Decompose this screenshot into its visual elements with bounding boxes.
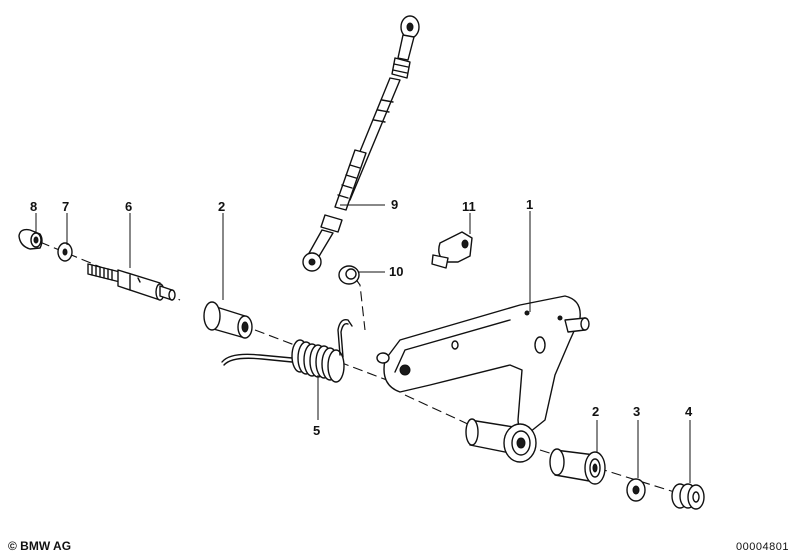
image-number-label: 00004801 [736, 541, 789, 553]
callouts: 8 7 6 2 9 11 1 10 5 2 3 4 [30, 197, 693, 438]
part-1-lever [376, 295, 590, 463]
callout-5: 5 [313, 423, 320, 438]
callout-3: 3 [633, 404, 640, 419]
part-9-linkage-rod [302, 15, 420, 272]
callout-7: 7 [62, 199, 69, 214]
callout-1: 1 [526, 197, 533, 212]
callout-2-right: 2 [592, 404, 599, 419]
part-6-bolt [87, 263, 176, 301]
part-2-bushing-right [549, 448, 606, 485]
part-11-clip [431, 231, 473, 269]
part-10-washer [338, 265, 360, 285]
part-4-spring-washer [671, 483, 705, 510]
callout-2-left: 2 [218, 199, 225, 214]
callout-9: 9 [391, 197, 398, 212]
callout-11: 11 [462, 199, 476, 214]
callout-4: 4 [685, 404, 693, 419]
copyright-label: © BMW AG [8, 539, 72, 553]
callout-6: 6 [125, 199, 132, 214]
leader-lines [35, 204, 691, 483]
part-5-torsion-spring [221, 319, 353, 383]
part-7-washer [57, 242, 73, 262]
part-8-cap-nut [18, 228, 43, 250]
part-3-washer [626, 478, 646, 502]
callout-8: 8 [30, 199, 37, 214]
callout-10: 10 [389, 264, 403, 279]
part-2-bushing-left [203, 301, 253, 339]
